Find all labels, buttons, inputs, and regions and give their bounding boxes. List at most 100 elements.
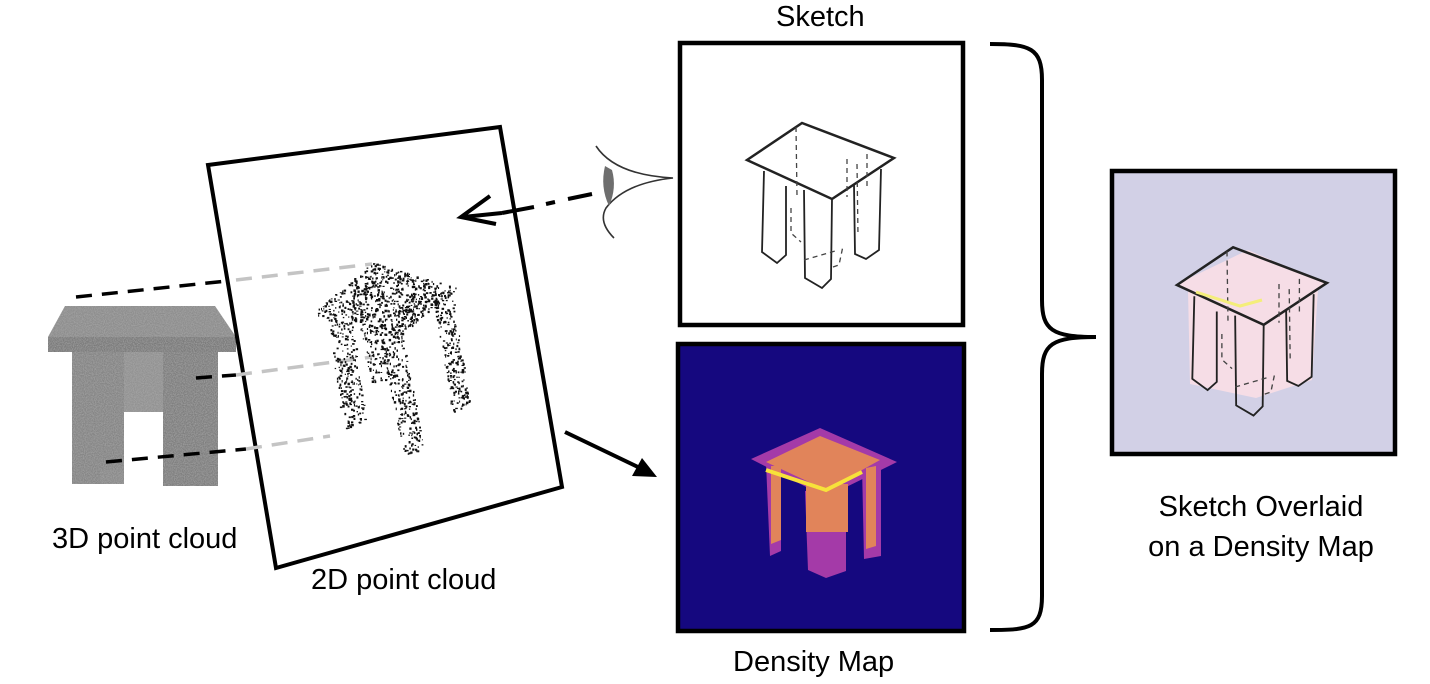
point-cloud-dot: [331, 325, 334, 327]
point-cloud-dot: [321, 310, 324, 312]
point-cloud-dot: [438, 327, 440, 329]
point-cloud-dot: [390, 287, 393, 289]
point-cloud-dot: [406, 360, 409, 362]
point-cloud-dot: [371, 280, 374, 283]
point-cloud-dot: [379, 333, 382, 336]
point-cloud-dot: [450, 351, 452, 354]
point-cloud-dot: [425, 300, 428, 304]
point-cloud-dot: [462, 403, 465, 406]
point-cloud-dot: [393, 282, 395, 284]
point-cloud-dot: [354, 312, 357, 315]
point-cloud-dot: [423, 288, 425, 290]
overlay-density-highlight: [1195, 290, 1263, 308]
point-cloud-dot: [337, 299, 340, 301]
point-cloud-dot: [349, 302, 352, 306]
point-cloud-dot: [350, 381, 354, 384]
point-cloud-dot: [410, 277, 412, 279]
point-cloud-dot: [402, 378, 404, 381]
point-cloud-dot: [353, 289, 356, 292]
point-cloud-dot: [351, 370, 355, 372]
point-cloud-dot: [417, 432, 420, 434]
point-cloud-dot: [451, 332, 454, 335]
point-cloud-dot: [409, 401, 412, 404]
point-cloud-dot: [382, 312, 385, 314]
point-cloud-dot: [395, 383, 397, 385]
point-cloud-dot: [371, 297, 373, 300]
point-cloud-dot: [406, 300, 408, 302]
point-cloud-dot: [453, 332, 456, 335]
point-cloud-dot: [406, 313, 409, 316]
point-cloud-dot: [408, 401, 411, 404]
point-cloud-dot: [402, 277, 405, 280]
point-cloud-dot: [392, 299, 394, 301]
point-cloud-dot: [438, 294, 441, 297]
point-cloud-dot: [398, 390, 401, 392]
point-cloud-dot: [405, 354, 408, 357]
point-cloud-dot: [395, 289, 397, 291]
point-cloud-dot: [326, 302, 328, 306]
point-cloud-dot: [328, 305, 330, 307]
point-cloud-dot: [351, 416, 354, 419]
point-cloud-dot: [356, 282, 358, 285]
point-cloud-dot: [380, 325, 383, 328]
point-cloud-dot: [448, 344, 451, 346]
point-cloud-dot: [399, 402, 402, 405]
point-cloud-dot: [406, 309, 409, 311]
point-cloud-dot: [428, 308, 430, 310]
point-cloud-dot: [430, 304, 434, 306]
point-cloud-dot: [408, 308, 411, 310]
point-cloud-dot: [462, 384, 464, 388]
point-cloud-dot: [385, 303, 388, 306]
point-cloud-dot: [394, 376, 397, 378]
point-cloud-dot: [427, 300, 431, 303]
point-cloud-dot: [441, 307, 445, 310]
point-cloud-dot: [395, 336, 397, 339]
point-cloud-dot: [372, 268, 374, 272]
point-cloud-dot: [453, 409, 456, 411]
point-cloud-dot: [399, 296, 402, 298]
point-cloud-dot: [347, 308, 350, 310]
point-cloud-dot: [350, 351, 353, 353]
point-cloud-dot: [334, 334, 337, 337]
point-cloud-dot: [393, 372, 396, 374]
point-cloud-dot: [434, 299, 437, 302]
point-cloud-dot: [389, 346, 392, 348]
point-cloud-dot: [381, 328, 383, 330]
point-cloud-dot: [409, 389, 412, 393]
point-cloud-dot: [443, 321, 445, 324]
sketch-panel: [677, 40, 966, 328]
point-cloud-dot: [408, 377, 412, 379]
point-cloud-dot: [371, 265, 373, 268]
point-cloud-dot: [457, 363, 459, 366]
point-cloud-dot: [391, 356, 394, 359]
point-cloud-dot: [466, 397, 469, 399]
point-cloud-dot: [387, 367, 389, 370]
point-cloud-dot: [397, 303, 399, 306]
point-cloud-dot: [378, 269, 380, 271]
point-cloud-dot: [340, 393, 343, 395]
point-cloud-dot: [414, 305, 417, 308]
point-cloud-dot: [348, 420, 350, 424]
point-cloud-dot: [353, 340, 356, 342]
point-cloud-dot: [441, 316, 444, 319]
point-cloud-dot: [453, 410, 456, 413]
point-cloud-dot: [345, 390, 347, 393]
point-cloud-dot: [411, 443, 414, 446]
point-cloud-dot: [402, 311, 404, 315]
point-cloud-dot: [355, 377, 357, 380]
point-cloud-dot: [336, 314, 338, 317]
point-cloud-dot: [360, 313, 363, 316]
point-cloud-dot: [355, 405, 358, 407]
point-cloud-dot: [397, 336, 399, 339]
point-cloud-dot: [370, 292, 373, 294]
point-cloud-dot: [457, 381, 460, 383]
point-cloud-dot: [459, 400, 461, 403]
point-cloud-dot: [382, 342, 386, 345]
point-cloud-dot: [407, 299, 410, 301]
point-cloud-dot: [341, 313, 343, 315]
point-cloud-dot: [339, 292, 342, 294]
point-cloud-dot: [396, 374, 399, 377]
point-cloud-dot: [362, 407, 365, 409]
point-cloud-dot: [361, 401, 364, 403]
point-cloud-dot: [445, 330, 448, 332]
